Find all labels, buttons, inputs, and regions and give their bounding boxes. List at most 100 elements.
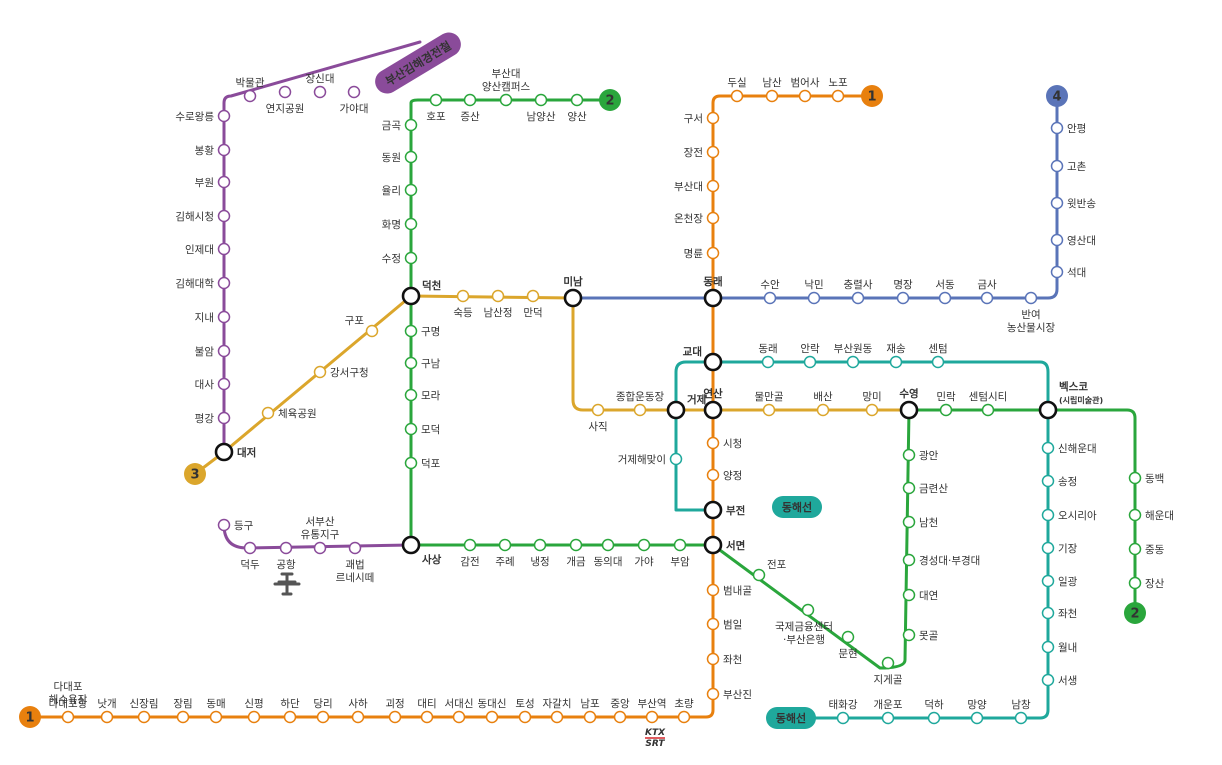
station-circle-icon-naengjeong[interactable] — [533, 538, 547, 552]
station-circle-icon-jagalchi[interactable] — [550, 710, 564, 724]
station-circle-icon-sinpyeong[interactable] — [247, 710, 261, 724]
station-circle-icon-beomeosa[interactable] — [798, 89, 812, 103]
station-circle-icon-toseong[interactable] — [518, 710, 532, 724]
station-circle-icon-gochon[interactable] — [1050, 159, 1064, 173]
station-circle-icon-gangseo_gu[interactable] — [313, 365, 327, 379]
transfer-station-icon-gyodae[interactable] — [703, 352, 723, 372]
station-circle-icon-ilgwang[interactable] — [1041, 574, 1055, 588]
station-circle-icon-jeungsan[interactable] — [463, 93, 477, 107]
station-circle-icon-banyeo[interactable] — [1024, 291, 1038, 305]
station-circle-icon-mulmangol[interactable] — [762, 403, 776, 417]
transfer-station-icon-minam[interactable] — [563, 288, 583, 308]
station-circle-icon-suan[interactable] — [763, 291, 777, 305]
station-circle-icon-myeongjang[interactable] — [896, 291, 910, 305]
station-circle-icon-airport[interactable] — [279, 541, 293, 555]
station-circle-icon-jangnim[interactable] — [176, 710, 190, 724]
station-circle-icon-deokha[interactable] — [927, 711, 941, 725]
station-circle-icon-osiria[interactable] — [1041, 508, 1055, 522]
station-circle-icon-pnu_yangsan[interactable] — [499, 93, 513, 107]
station-circle-icon-guseo[interactable] — [706, 111, 720, 125]
station-circle-icon-dongeui[interactable] — [601, 538, 615, 552]
station-circle-icon-wollae[interactable] — [1041, 640, 1055, 654]
station-circle-icon-dusil[interactable] — [730, 89, 744, 103]
station-circle-icon-suro[interactable] — [217, 109, 231, 123]
station-circle-icon-bifc[interactable] — [801, 603, 815, 617]
station-circle-icon-mora[interactable] — [404, 388, 418, 402]
station-circle-icon-museum[interactable] — [243, 89, 257, 103]
station-circle-icon-jurye[interactable] — [498, 538, 512, 552]
station-circle-icon-goejeong[interactable] — [388, 710, 402, 724]
station-circle-icon-myeongnyun[interactable] — [706, 246, 720, 260]
station-circle-icon-gunam[interactable] — [404, 356, 418, 370]
station-circle-icon-daesa[interactable] — [217, 377, 231, 391]
station-circle-icon-dongwon[interactable] — [404, 150, 418, 164]
station-circle-icon-witbansong[interactable] — [1050, 196, 1064, 210]
station-circle-icon-nampo[interactable] — [583, 710, 597, 724]
station-circle-icon-inje_univ[interactable] — [217, 242, 231, 256]
station-circle-icon-daeyeon[interactable] — [902, 588, 916, 602]
station-circle-icon-anpyeong[interactable] — [1050, 121, 1064, 135]
station-circle-icon-hwamyeong[interactable] — [404, 217, 418, 231]
station-circle-icon-sports_complex[interactable] — [633, 403, 647, 417]
station-circle-icon-modeok[interactable] — [404, 422, 418, 436]
station-circle-icon-geumgok[interactable] — [404, 118, 418, 132]
transfer-station-icon-geoje[interactable] — [666, 400, 686, 420]
station-circle-icon-choryang[interactable] — [677, 710, 691, 724]
station-circle-icon-sukdeung[interactable] — [456, 289, 470, 303]
station-circle-icon-yeonji[interactable] — [278, 85, 292, 99]
transfer-station-icon-bujeon[interactable] — [703, 500, 723, 520]
station-circle-icon-sinhaeundae[interactable] — [1041, 441, 1055, 455]
station-circle-icon-daeti[interactable] — [420, 710, 434, 724]
station-circle-icon-sajik[interactable] — [591, 403, 605, 417]
station-circle-icon-namyangsan[interactable] — [534, 93, 548, 107]
transfer-station-icon-suyeong[interactable] — [899, 400, 919, 420]
station-circle-icon-jinae[interactable] — [217, 310, 231, 324]
station-circle-icon-jwacheon_dh[interactable] — [1041, 606, 1055, 620]
station-circle-icon-beomil[interactable] — [706, 617, 720, 631]
station-circle-icon-nangmin[interactable] — [807, 291, 821, 305]
station-circle-icon-hopo[interactable] — [429, 93, 443, 107]
transfer-station-icon-bexco[interactable] — [1038, 400, 1058, 420]
station-circle-icon-namsanjeong[interactable] — [491, 289, 505, 303]
station-circle-icon-geumsa[interactable] — [980, 291, 994, 305]
station-circle-icon-gwangan[interactable] — [902, 448, 916, 462]
station-circle-icon-dangni[interactable] — [316, 710, 330, 724]
station-circle-icon-buwon[interactable] — [217, 175, 231, 189]
station-circle-icon-bulam[interactable] — [217, 344, 231, 358]
station-circle-icon-gaeunpo[interactable] — [881, 711, 895, 725]
station-circle-icon-yeongsan_univ[interactable] — [1050, 233, 1064, 247]
station-circle-icon-seodong[interactable] — [938, 291, 952, 305]
station-circle-icon-chungnyeolsa[interactable] — [851, 291, 865, 305]
station-circle-icon-namchang[interactable] — [1014, 711, 1028, 725]
transfer-station-icon-sasang[interactable] — [401, 535, 421, 555]
station-circle-icon-pnu[interactable] — [706, 179, 720, 193]
station-circle-icon-saha[interactable] — [351, 710, 365, 724]
station-circle-icon-kyungsung[interactable] — [902, 553, 916, 567]
station-circle-icon-gimhae_univ[interactable] — [217, 276, 231, 290]
station-circle-icon-seokdae[interactable] — [1050, 265, 1064, 279]
station-circle-icon-jangjeon[interactable] — [706, 145, 720, 159]
station-circle-icon-motgol[interactable] — [902, 628, 916, 642]
transfer-station-icon-seomyeon[interactable] — [703, 535, 723, 555]
station-circle-icon-gwaebeop[interactable] — [348, 541, 362, 555]
station-circle-icon-natgae[interactable] — [100, 710, 114, 724]
station-circle-icon-yangsan[interactable] — [570, 93, 584, 107]
station-circle-icon-jungang[interactable] — [613, 710, 627, 724]
station-circle-icon-millak[interactable] — [939, 403, 953, 417]
station-circle-icon-mandeok[interactable] — [526, 289, 540, 303]
station-circle-icon-dongbaek[interactable] — [1128, 471, 1142, 485]
station-circle-icon-taehwagang[interactable] — [836, 711, 850, 725]
station-circle-icon-jigegol[interactable] — [881, 656, 895, 670]
station-circle-icon-dongmae[interactable] — [209, 710, 223, 724]
station-circle-icon-gamjeon[interactable] — [463, 538, 477, 552]
station-circle-icon-songjeong[interactable] — [1041, 474, 1055, 488]
station-circle-icon-sujeong[interactable] — [404, 251, 418, 265]
station-circle-icon-baesan[interactable] — [816, 403, 830, 417]
station-circle-icon-pyeonggang[interactable] — [217, 411, 231, 425]
station-circle-icon-dongdaesin[interactable] — [485, 710, 499, 724]
station-circle-icon-jangsindae[interactable] — [313, 85, 327, 99]
station-circle-icon-hadan[interactable] — [283, 710, 297, 724]
transfer-station-icon-yeonsan[interactable] — [703, 400, 723, 420]
station-circle-icon-mangyang[interactable] — [970, 711, 984, 725]
station-circle-icon-nopo[interactable] — [831, 89, 845, 103]
